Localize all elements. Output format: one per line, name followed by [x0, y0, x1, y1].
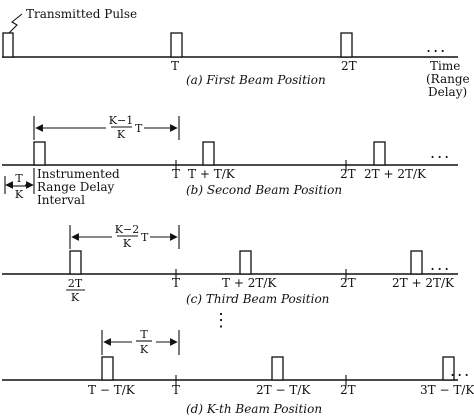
pulse-c-2 [239, 250, 252, 275]
pulse-c-1 [69, 250, 82, 275]
small-frac-num: T [15, 172, 23, 185]
arrow-c-num: K−2 [115, 223, 139, 236]
transmitted-pulse-pointer [8, 13, 23, 34]
ellipsis-b: ... [430, 143, 451, 162]
tick-label-c-T: T [172, 276, 180, 290]
frac-c-num: 2T [68, 277, 83, 290]
arrow-c-den: K [123, 237, 132, 250]
instr-label-line1: Instrumented [37, 167, 120, 181]
tick-label-b-2T: 2T [340, 167, 356, 181]
tick-label-b-TplusTK: T + T/K [188, 167, 236, 181]
pulse-b-1 [33, 141, 46, 166]
tick-label-d-TminusTK: T − T/K [88, 383, 136, 397]
arrow-b-den: K [117, 128, 126, 141]
ellipsis-c: ... [430, 255, 451, 274]
time-label-line2: (Range [426, 72, 470, 86]
row-first-beam: Transmitted Pulse T 2T ... Time (Range D… [2, 7, 470, 99]
time-label-line3: Delay) [428, 85, 467, 99]
caption-d: (d) K-th Beam Position [186, 402, 322, 416]
pulse-d-1 [101, 356, 114, 381]
tick-label-b-T: T [172, 167, 180, 181]
small-frac-den: K [15, 188, 24, 201]
pulse-d-2 [271, 356, 284, 381]
caption-a: (a) First Beam Position [186, 73, 326, 87]
tick-label-d-T: T [172, 383, 180, 397]
pulse-b-2 [202, 141, 215, 166]
arrow-d-den: K [140, 343, 149, 356]
instr-label-line2: Range Delay [37, 180, 115, 194]
row-kth-beam: T K T − T/K T 2T − T/K 2T 3T − T/K ... (… [2, 328, 474, 416]
ellipsis-a: ... [426, 37, 447, 56]
tick-label-a-2T: 2T [341, 59, 357, 73]
row-third-beam: K−2 K T 2T K T T + 2T/K 2T 2T + 2T/K ...… [2, 223, 458, 306]
tick-label-c-2Tplus2TK: 2T + 2T/K [392, 276, 455, 290]
vertical-ellipsis: ⋮ [212, 310, 230, 331]
transmitted-pulse-label: Transmitted Pulse [26, 7, 137, 21]
tick-label-c-Tplus2TK: T + 2T/K [222, 276, 277, 290]
tick-label-c-2T: 2T [340, 276, 356, 290]
pulse-d-3 [442, 356, 455, 381]
time-label-line1: Time [430, 59, 460, 73]
caption-b: (b) Second Beam Position [186, 183, 342, 197]
tick-label-d-2TminusTK: 2T − T/K [256, 383, 311, 397]
ellipsis-d: ... [450, 361, 471, 380]
frac-c-den: K [71, 291, 80, 304]
row-second-beam: K−1 K T T K Instrumented Range Delay Int… [2, 114, 458, 207]
instr-label-line3: Interval [37, 193, 85, 207]
tick-label-d-2T: 2T [340, 383, 356, 397]
pulse-a-T [170, 32, 183, 58]
tick-label-b-2Tplus2TK: 2T + 2T/K [364, 167, 427, 181]
pulse-c-3 [410, 250, 423, 275]
arrow-d-num: T [140, 328, 148, 341]
pulse-b-3 [373, 141, 386, 166]
tick-label-d-3TminusTK: 3T − T/K [420, 383, 474, 397]
transmitted-pulse-a [2, 32, 14, 58]
arrow-b-suffix: T [135, 122, 143, 135]
arrow-b-num: K−1 [109, 114, 133, 127]
pulse-a-2T [340, 32, 353, 58]
arrow-c-suffix: T [141, 231, 149, 244]
tick-label-a-T: T [171, 59, 179, 73]
caption-c: (c) Third Beam Position [186, 292, 329, 306]
